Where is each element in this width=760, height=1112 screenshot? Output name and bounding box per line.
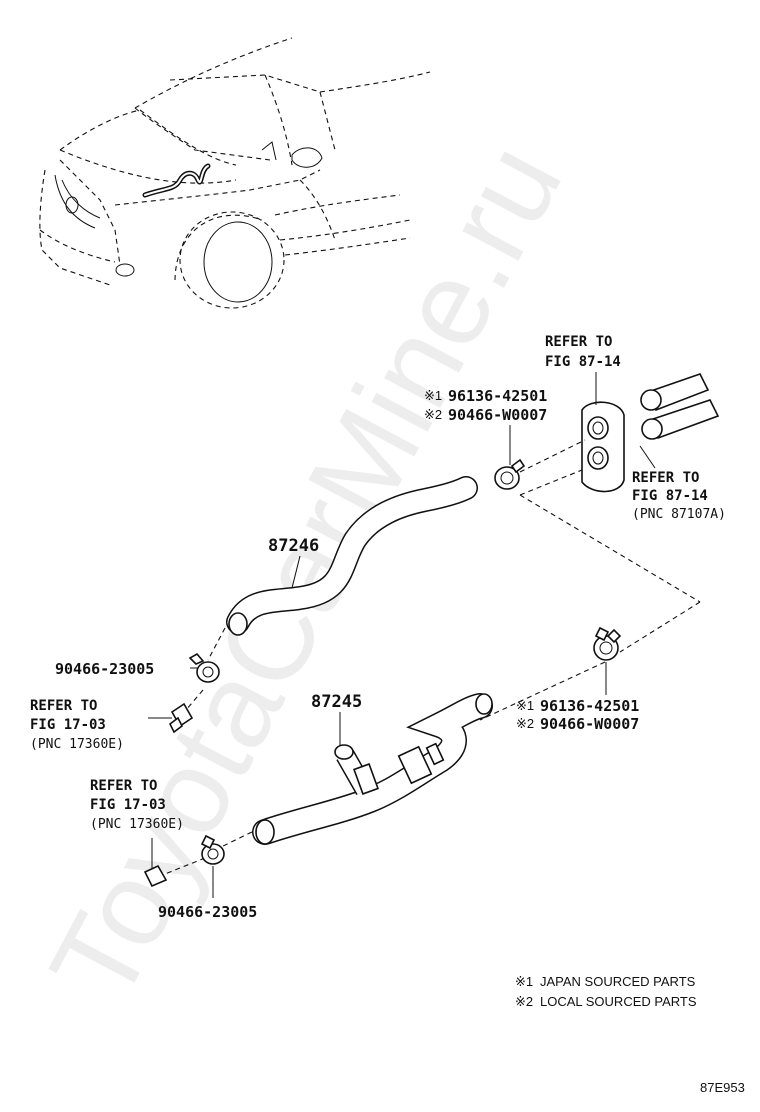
clamp-lower-left-number: 90466-23005 <box>158 903 257 921</box>
ref-pipes-line3: (PNC 87107A) <box>632 507 726 522</box>
part-number-87246: 87246 <box>268 536 319 556</box>
clamp-upper-right-num1: 96136-42501 <box>448 387 547 405</box>
ref-nozzle-upper-line1: REFER TO <box>30 698 97 714</box>
ref-nozzle-lower-line3: (PNC 17360E) <box>90 817 184 832</box>
ref-pipes-line1: REFER TO <box>632 470 699 486</box>
clamp-upper-left <box>188 652 220 683</box>
clamp-lower-right-num2: 90466-W0007 <box>540 715 639 733</box>
ref-nozzle-upper-line2: FIG 17-03 <box>30 717 106 733</box>
ref-nozzle-lower-line1: REFER TO <box>90 778 157 794</box>
ref-pipes-line2: FIG 87-14 <box>632 488 708 504</box>
nozzle-lower <box>143 864 168 888</box>
washer-pipes <box>640 373 720 440</box>
clamp-upper-left-number: 90466-23005 <box>55 660 154 678</box>
figure-code: 87E953 <box>700 1080 745 1095</box>
grommet <box>581 401 625 493</box>
clamp-lower-left <box>200 834 225 865</box>
clamp-lower-right <box>593 626 622 661</box>
part-number-87245: 87245 <box>311 692 362 712</box>
ref-nozzle-lower-line2: FIG 17-03 <box>90 797 166 813</box>
legend-2-mark: ※2 <box>515 994 533 1009</box>
hose-87245 <box>252 693 493 845</box>
ref-grommet-line2: FIG 87-14 <box>545 354 621 370</box>
legend-1-mark: ※1 <box>515 974 533 989</box>
clamp-upper-right <box>494 458 526 490</box>
clamp-lower-right-num1: 96136-42501 <box>540 697 639 715</box>
clamp-upper-right-mark1: ※1 <box>424 388 442 403</box>
ref-nozzle-upper-line3: (PNC 17360E) <box>30 737 124 752</box>
clamp-upper-right-mark2: ※2 <box>424 407 442 422</box>
vehicle-location-sketch <box>39 37 431 309</box>
hose-87246 <box>226 476 478 636</box>
watermark: ToyotaCarMine.ru <box>25 123 588 1022</box>
ref-grommet-line1: REFER TO <box>545 334 612 350</box>
clamp-lower-right-mark2: ※2 <box>516 716 534 731</box>
clamp-lower-right-mark1: ※1 <box>516 698 534 713</box>
legend-2-text: LOCAL SOURCED PARTS <box>540 994 697 1009</box>
legend-1-text: JAPAN SOURCED PARTS <box>540 974 696 989</box>
nozzle-upper <box>168 702 194 734</box>
clamp-upper-right-num2: 90466-W0007 <box>448 406 547 424</box>
